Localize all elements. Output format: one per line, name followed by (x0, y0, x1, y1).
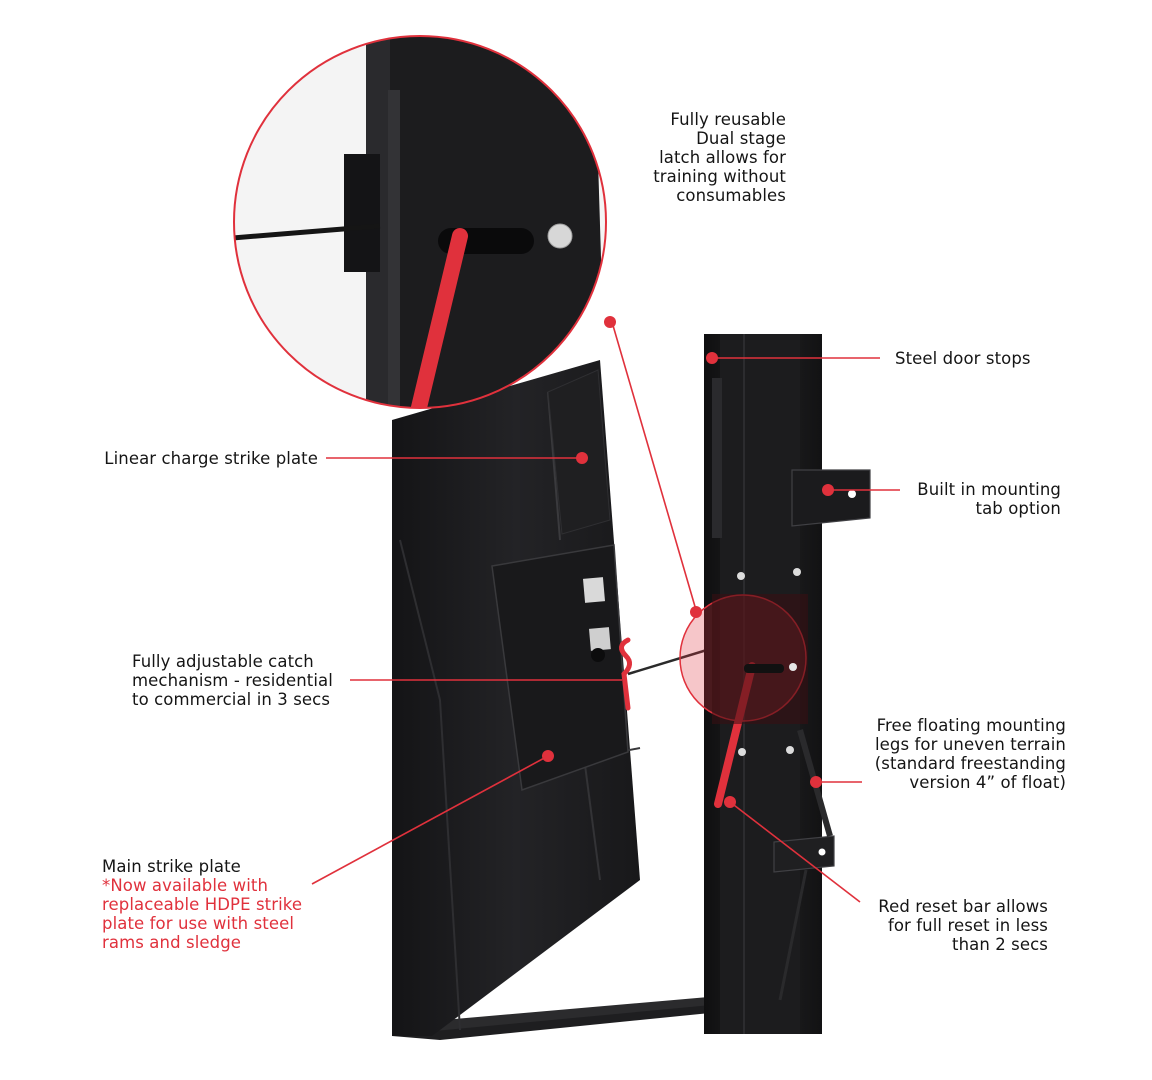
callout-reset-bar: Red reset bar allows for full reset in l… (878, 897, 1048, 954)
catch-slot-top (582, 577, 606, 603)
base-rail (420, 996, 722, 1032)
callout-main-plate-title: Main strike plate (102, 857, 241, 876)
callout-linear-plate: Linear charge strike plate (104, 449, 318, 468)
catch-box (491, 544, 629, 792)
zoom-bolt (547, 223, 573, 249)
bolt (786, 746, 794, 754)
bolt (793, 568, 801, 576)
callout-dots (542, 316, 834, 808)
mounting-leg-rod (778, 869, 808, 1001)
latch-zoom-view (233, 35, 607, 409)
dot-linear-plate (576, 452, 588, 464)
callout-main-plate-note: replaceable HDPE strike (102, 895, 303, 914)
leg-bracket-hole (818, 848, 826, 856)
callout-legs-line: Free floating mounting (876, 716, 1066, 735)
callout-main-plate: Main strike plate *Now available with re… (102, 857, 302, 952)
callout-latch-line: latch allows for (659, 148, 786, 167)
callout-legs-line: version 4” of float) (909, 773, 1066, 792)
callout-latch-line: consumables (676, 186, 786, 205)
catch-key (619, 637, 632, 711)
callout-legs-line: legs for uneven terrain (874, 735, 1066, 754)
callout-main-plate-note: rams and sledge (102, 933, 242, 952)
callout-catch-line: to commercial in 3 secs (132, 690, 331, 709)
mounting-tab (791, 469, 871, 527)
dot-door-stops (706, 352, 718, 364)
callout-catch-line: mechanism - residential (132, 671, 333, 690)
bolt (738, 748, 746, 756)
dot-zoom-connector (604, 316, 616, 328)
callout-latch-line: Fully reusable (670, 110, 786, 129)
bolt (737, 572, 745, 580)
callout-linear-plate-line: Linear charge strike plate (104, 449, 318, 468)
callout-reset-bar-line: than 2 secs (952, 935, 1048, 954)
latch-highlight (679, 594, 808, 724)
callout-legs: Free floating mounting legs for uneven t… (875, 716, 1066, 792)
leader-reset-bar (729, 801, 861, 903)
zoom-post (376, 36, 606, 408)
callout-mounting-tab-line: Built in mounting (917, 480, 1061, 499)
leg-bracket (773, 835, 835, 873)
catch-knob (591, 648, 605, 662)
dot-mounting-tab (822, 484, 834, 496)
callout-catch: Fully adjustable catch mechanism - resid… (132, 652, 333, 709)
mounting-tab-hole (848, 490, 856, 498)
callout-latch-line: Dual stage (696, 129, 786, 148)
dot-main-plate (542, 750, 554, 762)
callout-door-stops-line: Steel door stops (895, 349, 1031, 368)
zoom-rod (234, 223, 381, 241)
callout-legs-line: (standard freestanding (874, 754, 1066, 773)
catch-slot-bottom (588, 627, 611, 651)
leader-zoom-connector (611, 321, 697, 611)
zoom-bracket (344, 154, 380, 272)
dot-reset-bar (724, 796, 736, 808)
plate-seam (399, 539, 461, 1031)
callout-mounting-tab-line: tab option (975, 499, 1061, 518)
callout-reset-bar-line: for full reset in less (887, 916, 1048, 935)
leader-main-plate (311, 755, 549, 885)
dot-zoom-connector-lower (690, 606, 702, 618)
callout-main-plate-note: plate for use with steel (102, 914, 295, 933)
door-stop-strip (712, 378, 722, 538)
callout-door-stops: Steel door stops (895, 349, 1031, 368)
zoom-red-bar (408, 228, 468, 408)
leader-lines (311, 321, 900, 903)
callout-latch: Fully reusable Dual stage latch allows f… (653, 110, 786, 205)
plate-seam (584, 764, 601, 881)
callout-latch-line: training without (653, 167, 786, 186)
callout-mounting-tab: Built in mounting tab option (917, 480, 1061, 518)
linear-charge-plate (547, 369, 611, 535)
callout-reset-bar-line: Red reset bar allows (878, 897, 1048, 916)
callout-main-plate-note: *Now available with (102, 876, 269, 895)
callout-catch-line: Fully adjustable catch (132, 652, 314, 671)
zoom-weld (388, 90, 400, 408)
dot-legs (810, 776, 822, 788)
